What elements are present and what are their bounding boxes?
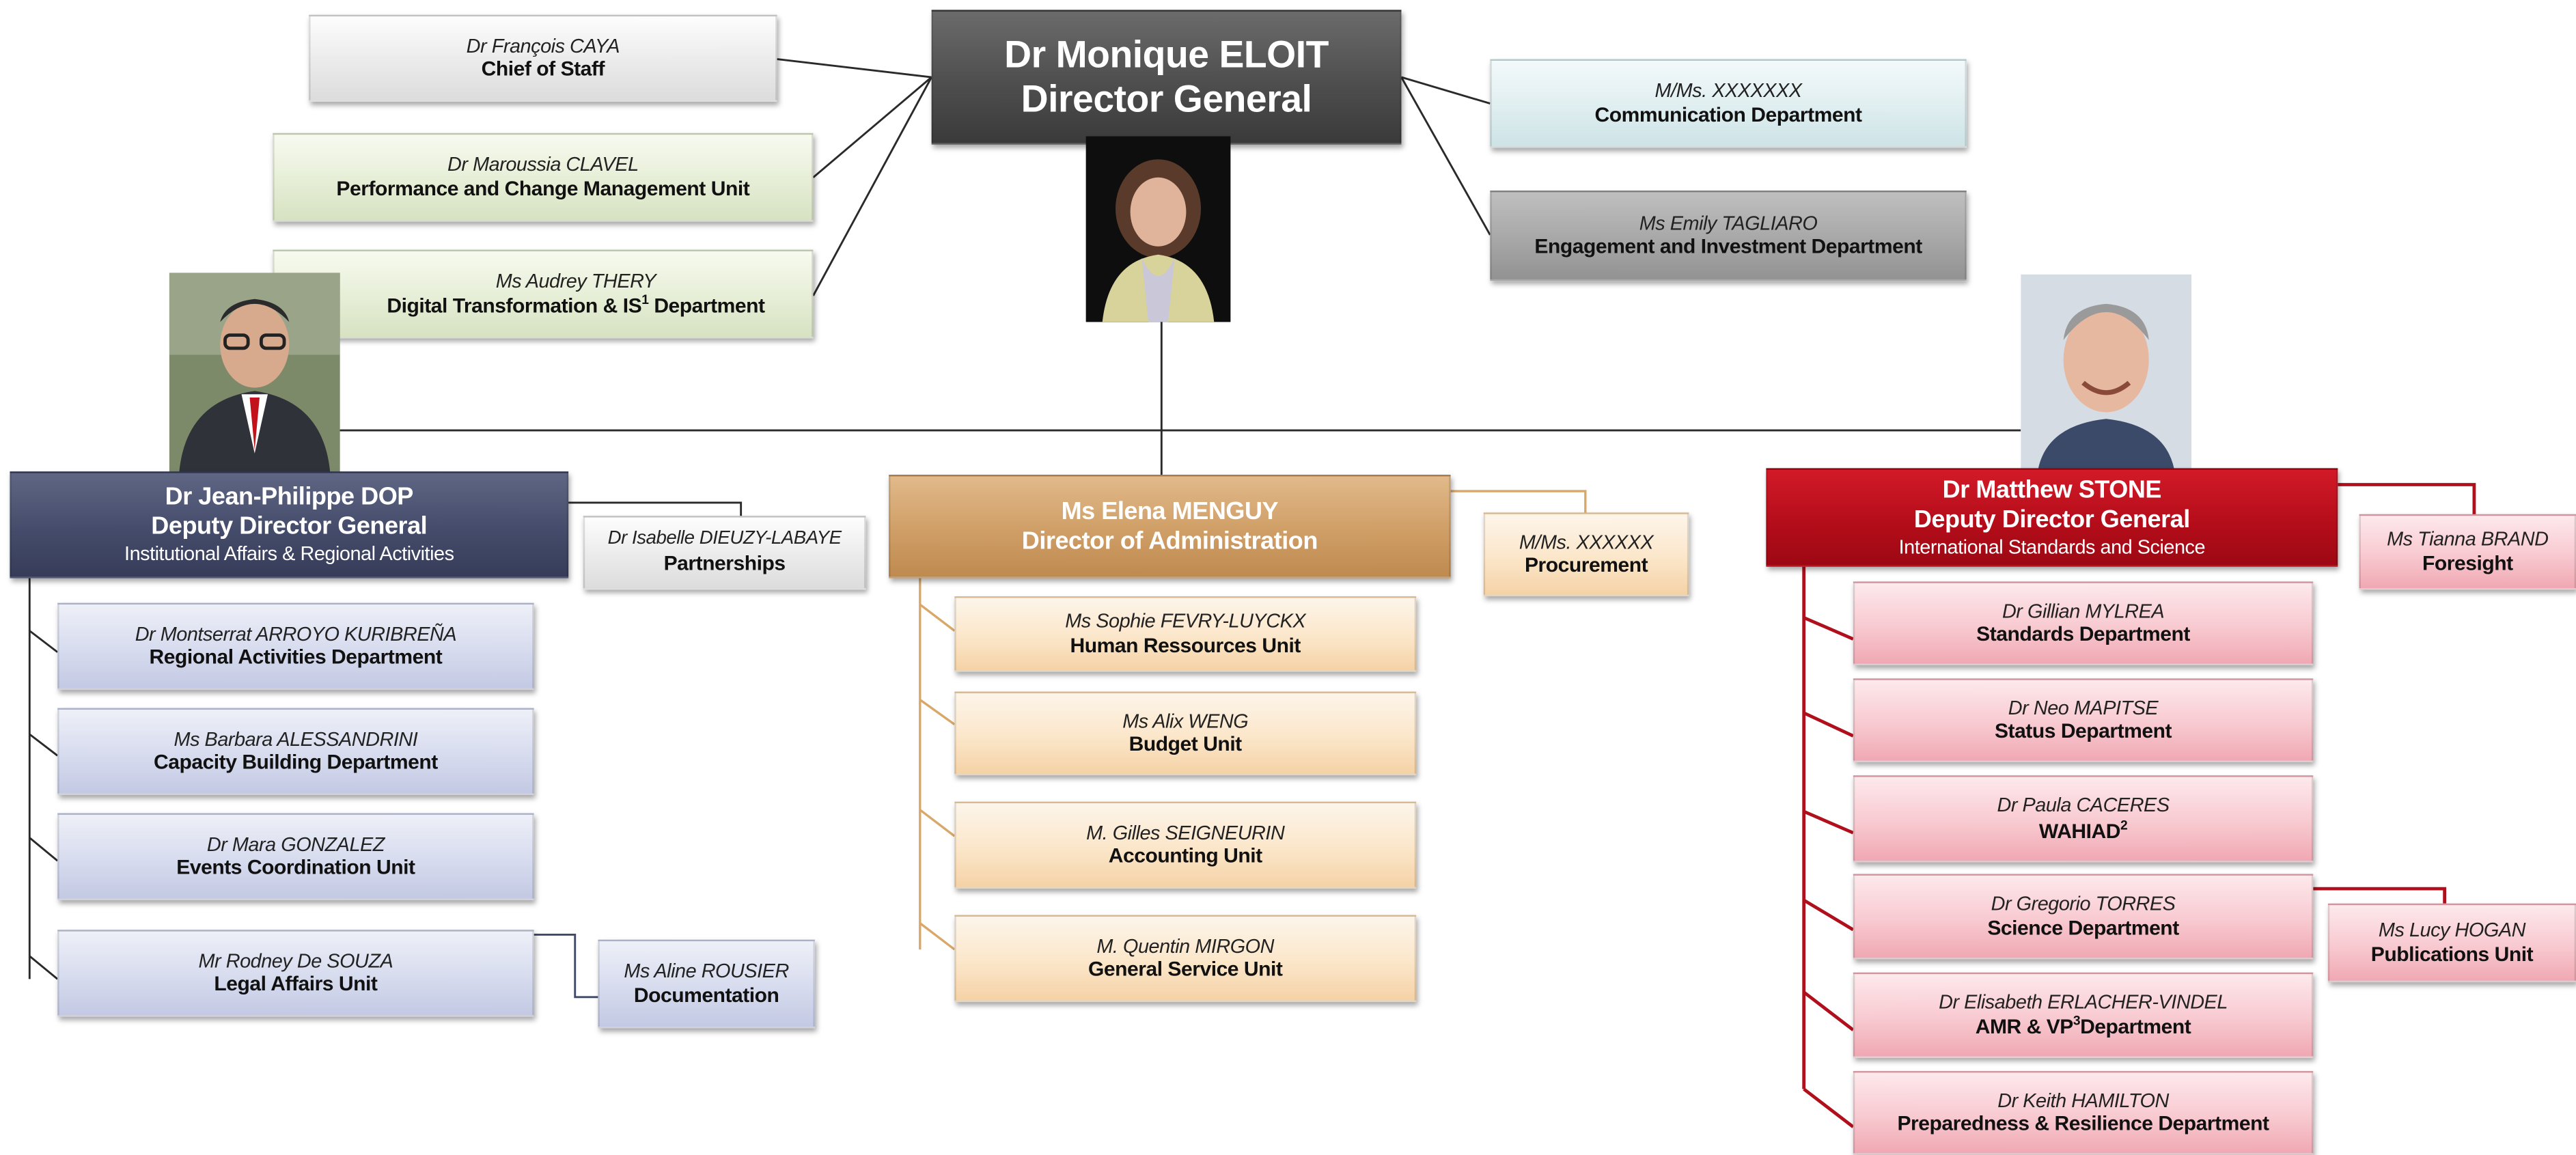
chief-of-staff-box: Dr François CAYA Chief of Staff	[309, 14, 777, 102]
communication-department-box: M/Ms. XXXXXXX Communication Department	[1490, 59, 1967, 148]
accounting-unit-box: M. Gilles SEIGNEURIN Accounting Unit	[954, 801, 1417, 889]
events-coordination-box: Dr Mara GONZALEZ Events Coordination Uni…	[57, 813, 534, 900]
right-deputy-photo	[2021, 274, 2192, 475]
wahiad-box: Dr Paula CACERES WAHIAD2	[1853, 775, 2314, 863]
center-director-box: Ms Elena MENGUY Director of Administrati…	[889, 475, 1451, 579]
left-deputy-name: Dr Jean-Philippe DOP	[165, 483, 414, 512]
preparedness-department-box: Dr Keith HAMILTON Preparedness & Resilie…	[1853, 1071, 2314, 1155]
documentation-box: Ms Aline ROUSIER Documentation	[598, 939, 815, 1029]
amr-vp-department-box: Dr Elisabeth ERLACHER-VINDEL AMR & VP3De…	[1853, 972, 2314, 1058]
left-deputy-box: Dr Jean-Philippe DOP Deputy Director Gen…	[10, 471, 569, 579]
capacity-building-box: Ms Barbara ALESSANDRINI Capacity Buildin…	[57, 708, 534, 796]
left-deputy-title: Deputy Director General	[151, 513, 428, 541]
science-department-box: Dr Gregorio TORRES Science Department	[1853, 874, 2314, 960]
director-general-box: Dr Monique ELOIT Director General	[931, 10, 1402, 145]
director-general-photo	[1085, 136, 1231, 322]
general-service-box: M. Quentin MIRGON General Service Unit	[954, 915, 1417, 1003]
center-director-title: Director of Administration	[1021, 526, 1318, 555]
standards-department-box: Dr Gillian MYLREA Standards Department	[1853, 581, 2314, 666]
left-deputy-photo	[169, 273, 340, 473]
procurement-box: M/Ms. XXXXXX Procurement	[1483, 512, 1689, 597]
left-deputy-subtitle: Institutional Affairs & Regional Activit…	[124, 542, 454, 566]
engagement-department-box: Ms Emily TAGLIARO Engagement and Investm…	[1490, 190, 1967, 281]
legal-affairs-box: Mr Rodney De SOUZA Legal Affairs Unit	[57, 930, 534, 1017]
human-resources-box: Ms Sophie FEVRY-LUYCKX Human Ressources …	[954, 596, 1417, 672]
publications-unit-box: Ms Lucy HOGAN Publications Unit	[2327, 903, 2576, 983]
regional-activities-box: Dr Montserrat ARROYO KURIBREÑA Regional …	[57, 602, 534, 691]
status-department-box: Dr Neo MAPITSE Status Department	[1853, 678, 2314, 762]
digital-transformation-box: Ms Audrey THERY Digital Transformation &…	[273, 249, 814, 339]
performance-unit-box: Dr Maroussia CLAVEL Performance and Chan…	[273, 133, 814, 222]
right-deputy-name: Dr Matthew STONE	[1942, 475, 2162, 504]
center-director-name: Ms Elena MENGUY	[1061, 497, 1279, 525]
foresight-box: Ms Tianna BRAND Foresight	[2359, 514, 2576, 590]
right-deputy-subtitle: International Standards and Science	[1898, 535, 2206, 559]
director-general-title: Director General	[1021, 77, 1312, 120]
director-general-name: Dr Monique ELOIT	[1004, 32, 1329, 76]
partnerships-box: Dr Isabelle DIEUZY-LABAYE Partnerships	[583, 516, 866, 590]
right-deputy-title: Deputy Director General	[1913, 505, 2190, 534]
right-deputy-box: Dr Matthew STONE Deputy Director General…	[1766, 468, 2338, 567]
budget-unit-box: Ms Alix WENG Budget Unit	[954, 691, 1417, 776]
